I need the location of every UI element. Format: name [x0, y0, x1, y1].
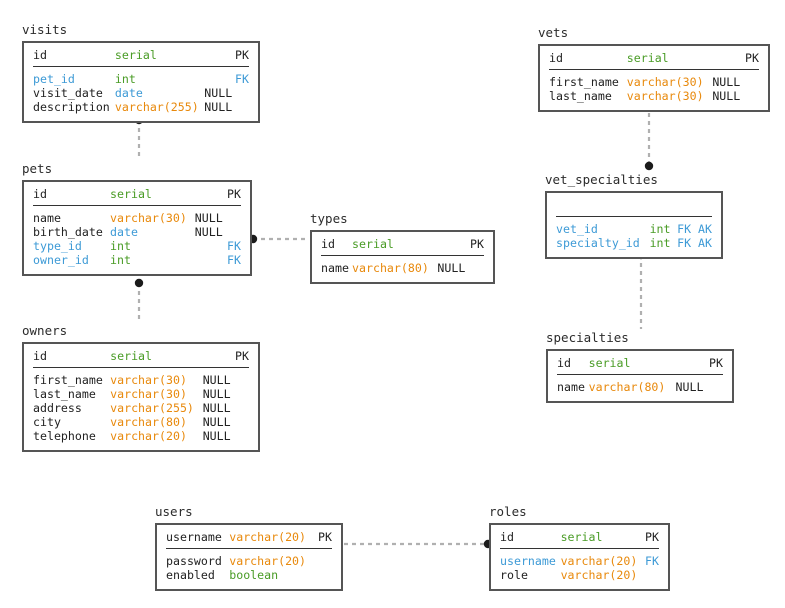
- relationship-pets-owners: [134, 278, 144, 322]
- connector-endpoint-dot: [134, 278, 144, 288]
- relationship-vet_specialties-specialties: [636, 250, 646, 329]
- primary-key-row-vet_specialties: [556, 198, 712, 216]
- header-divider-specialties: [557, 374, 723, 380]
- relationship-vets-vet_specialties: [644, 113, 654, 171]
- entity-title-pets: pets: [22, 161, 53, 176]
- entity-title-roles: roles: [489, 504, 527, 519]
- header-divider-vet_specialties: [556, 216, 712, 222]
- header-divider-visits: [33, 66, 249, 72]
- entity-title-vet_specialties: vet_specialties: [545, 172, 658, 187]
- relationship-users-roles: [344, 539, 493, 549]
- entity-title-vets: vets: [538, 25, 569, 40]
- header-divider-roles: [500, 548, 659, 554]
- entity-title-users: users: [155, 504, 193, 519]
- header-divider-users: [166, 548, 332, 554]
- connector-endpoint-dot: [644, 161, 654, 171]
- header-divider-owners: [33, 367, 249, 373]
- entity-title-owners: owners: [22, 323, 68, 338]
- relationship-pets-types: [248, 234, 309, 244]
- header-divider-types: [321, 255, 484, 261]
- header-divider-vets: [549, 69, 759, 75]
- entity-title-types: types: [310, 211, 348, 226]
- entity-title-visits: visits: [22, 22, 68, 37]
- entity-title-specialties: specialties: [546, 330, 629, 345]
- header-divider-pets: [33, 205, 241, 211]
